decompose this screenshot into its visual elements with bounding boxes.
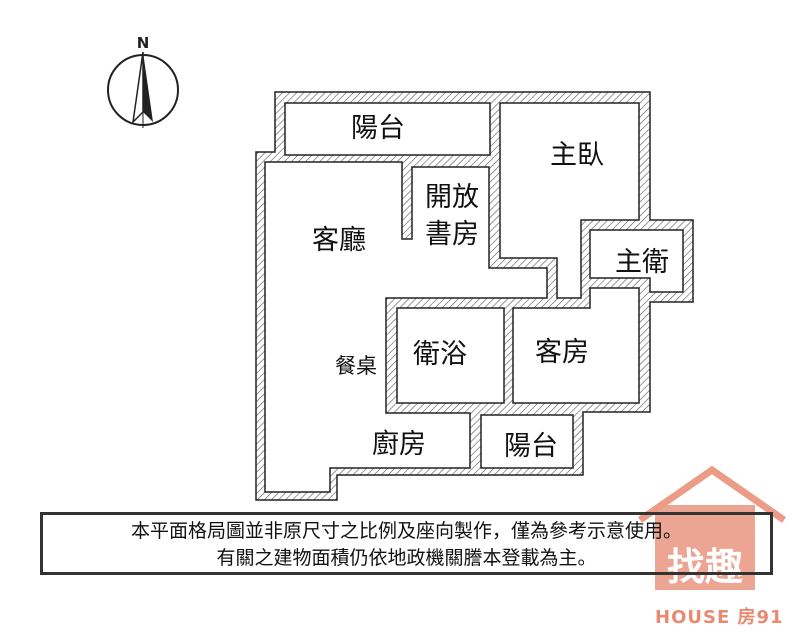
disclaimer-line-1: 本平面格局圖並非原尺寸之比例及座向製作，僅為參考示意使用。 <box>130 520 682 542</box>
room-balcony-top <box>284 102 491 156</box>
label-open-study-2: 書房 <box>425 219 479 250</box>
label-dining-table: 餐桌 <box>335 354 377 378</box>
room-master-bedroom <box>499 102 640 299</box>
label-living-room: 客廳 <box>312 225 366 256</box>
label-balcony-bottom: 陽台 <box>504 431 558 462</box>
room-bathroom <box>396 307 505 404</box>
room-master-bath <box>589 229 684 293</box>
label-bathroom: 衛浴 <box>413 339 467 370</box>
label-kitchen: 廚房 <box>372 429 426 460</box>
label-master-bath: 主衛 <box>615 247 669 278</box>
label-master-bedroom: 主臥 <box>550 140 604 171</box>
logo-brand: HOUSE 房91 <box>655 607 784 628</box>
disclaimer-box: 本平面格局圖並非原尺寸之比例及座向製作，僅為參考示意使用。 有關之建物面積仍依地… <box>40 512 773 575</box>
north-label: N <box>137 34 150 52</box>
label-balcony-top: 陽台 <box>351 113 405 144</box>
compass-icon <box>107 51 179 128</box>
logo-house-icon <box>638 465 786 590</box>
room-living <box>264 161 548 493</box>
label-open-study-1: 開放 <box>425 182 479 213</box>
room-guest <box>512 287 640 404</box>
logo-text: 找趣 <box>667 545 743 589</box>
label-guest-room: 客房 <box>535 337 589 368</box>
disclaimer-line-2: 有關之建物面積仍依地政機關謄本登載為主。 <box>216 547 597 569</box>
room-balcony-bottom <box>480 414 574 469</box>
